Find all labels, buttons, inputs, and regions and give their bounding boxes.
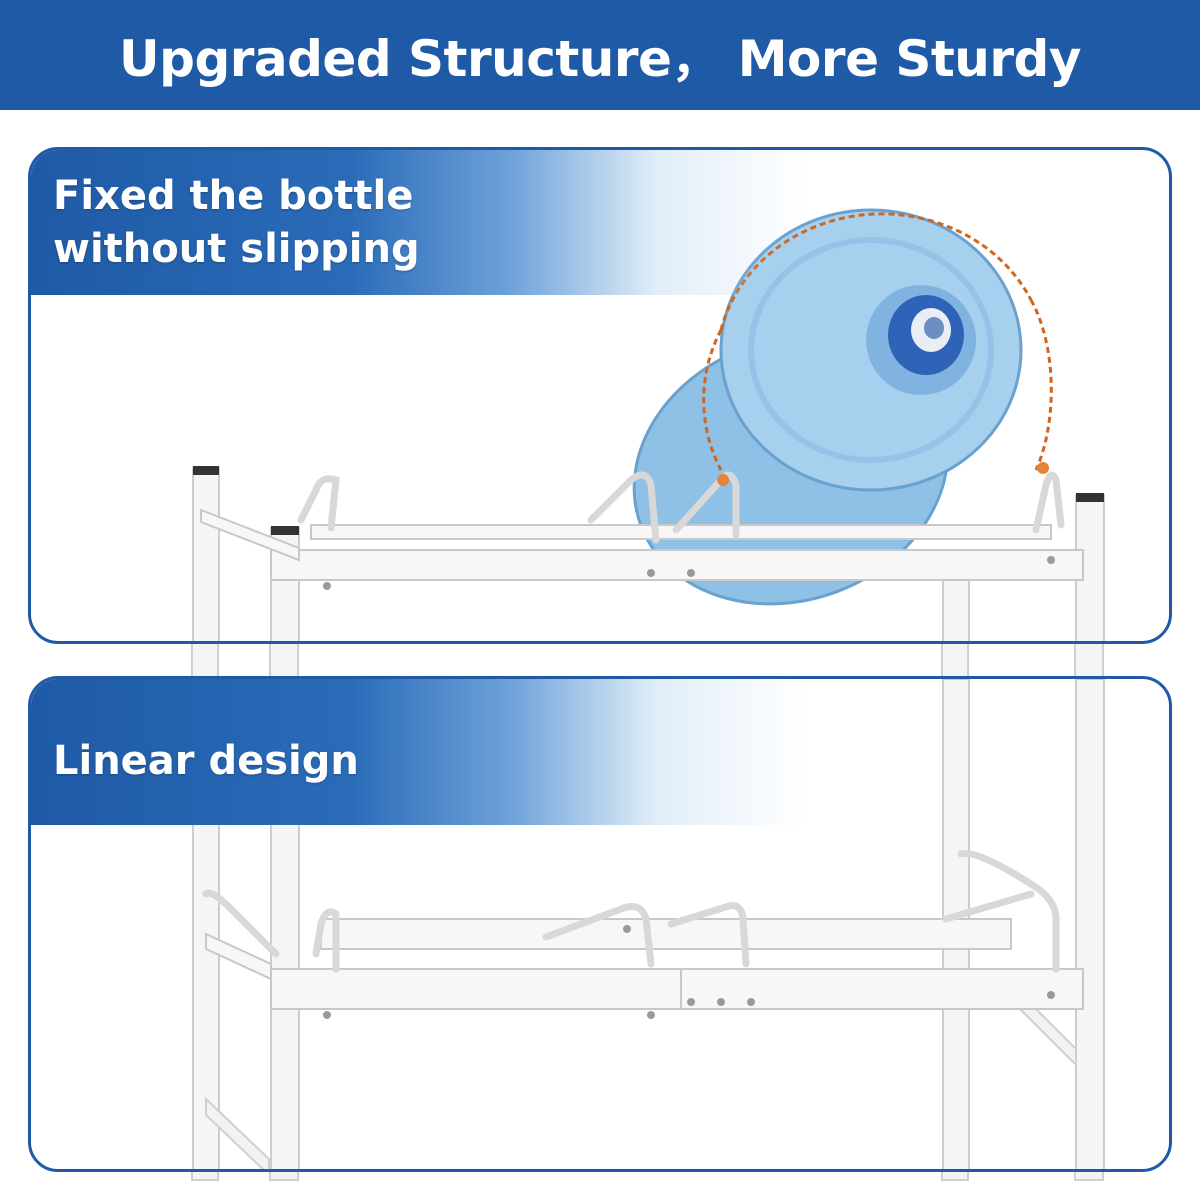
- page-title: Upgraded Structure， More Sturdy: [119, 30, 1081, 88]
- title-banner: Upgraded Structure， More Sturdy: [0, 0, 1200, 110]
- caption-line-2: without slipping: [53, 226, 420, 272]
- rack-with-bottle-illustration: [192, 208, 1105, 641]
- caption-line-1: Fixed the bottle: [53, 173, 414, 219]
- caption-line-1: Linear design: [53, 738, 359, 784]
- contact-pad-left: [717, 474, 729, 486]
- contact-pad-right: [1037, 462, 1049, 474]
- feature-panel-linear-design: Linear design: [28, 676, 1172, 1172]
- shelf-front-rail: [270, 549, 1084, 581]
- caption-banner: [31, 150, 1169, 295]
- feature-caption: Fixed the bottle without slipping: [53, 170, 420, 276]
- shelf-front-rail: [270, 968, 1084, 1010]
- caption-banner: [31, 679, 1169, 825]
- feature-caption: Linear design: [53, 735, 359, 788]
- feature-panel-fixed-bottle: Fixed the bottle without slipping: [28, 147, 1172, 644]
